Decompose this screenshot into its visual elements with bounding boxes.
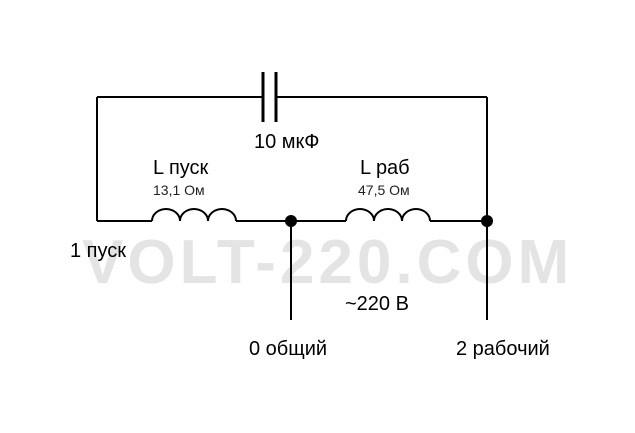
start-coil-name: L пуск	[153, 157, 209, 179]
run-coil-resistance: 47,5 Ом	[358, 182, 410, 198]
terminal-run-label: 2 рабочий	[456, 338, 550, 360]
start-winding-coil	[151, 208, 237, 222]
run-winding-coil	[345, 208, 431, 222]
common-junction-dot	[285, 215, 297, 227]
run-junction-dot	[481, 215, 493, 227]
capacitor-label: 10 мкФ	[254, 131, 320, 153]
terminal-common-label: 0 общий	[249, 338, 327, 360]
terminal-start-label: 1 пуск	[70, 240, 126, 262]
watermark-text: VOLT-220.COM	[82, 228, 573, 297]
run-coil-name: L раб	[360, 157, 410, 179]
supply-voltage-label: ~220 В	[345, 293, 409, 315]
start-coil-resistance: 13,1 Ом	[153, 182, 205, 198]
